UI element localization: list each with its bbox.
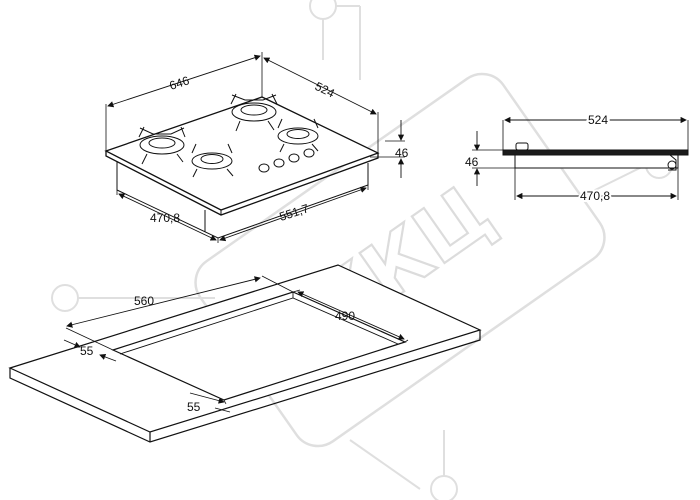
dim-margin-side-55: 55 bbox=[80, 344, 94, 358]
dim-height-46: 46 bbox=[395, 146, 409, 160]
burner-front bbox=[191, 143, 234, 178]
dim-cut-depth-490: 490 bbox=[335, 309, 355, 323]
dim-cutout-depth-470-8: 470,8 bbox=[150, 211, 180, 225]
dim-margin-front-55: 55 bbox=[187, 400, 201, 414]
dim-cut-width-560: 560 bbox=[134, 294, 154, 308]
side-dim-width-524: 524 bbox=[588, 113, 608, 127]
dim-width-646: 646 bbox=[168, 73, 192, 93]
control-knobs bbox=[258, 148, 315, 173]
dim-cutout-width-551-7: 551,7 bbox=[278, 201, 311, 224]
hob-perspective-view bbox=[104, 52, 405, 243]
side-dim-height-46: 46 bbox=[465, 155, 479, 169]
countertop-cutout-view bbox=[8, 264, 482, 443]
hob-side-view bbox=[472, 116, 689, 200]
burner-left bbox=[138, 126, 186, 165]
side-dim-cutout-470-8: 470,8 bbox=[580, 189, 610, 203]
burner-right bbox=[277, 118, 319, 153]
dim-depth-524: 524 bbox=[313, 79, 337, 101]
